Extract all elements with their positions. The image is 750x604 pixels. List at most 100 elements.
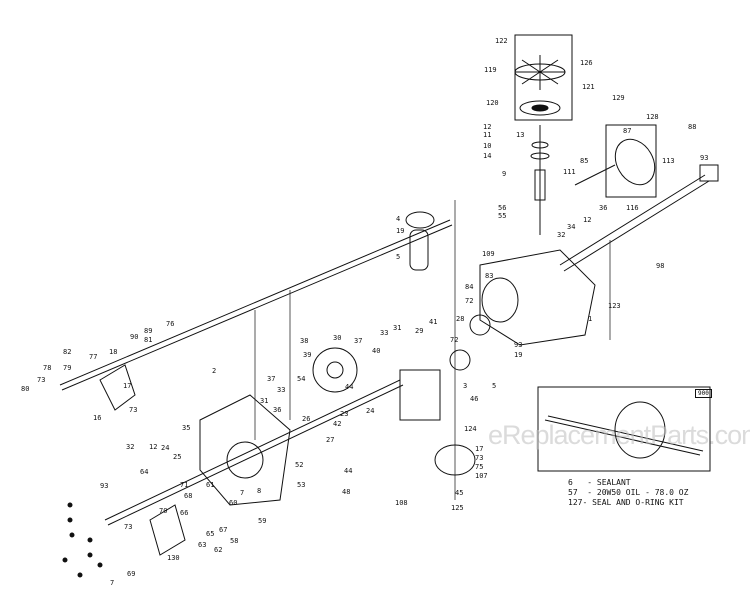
part-label: 58 bbox=[230, 537, 239, 545]
part-label: 48 bbox=[342, 488, 351, 496]
part-label: 68 bbox=[184, 492, 193, 500]
part-label: 109 bbox=[482, 250, 495, 258]
part-label: 25 bbox=[173, 453, 182, 461]
part-label: 35 bbox=[182, 424, 191, 432]
part-label: 2 bbox=[212, 367, 217, 375]
part-label: 31 bbox=[393, 324, 402, 332]
part-label: 65 bbox=[206, 530, 215, 538]
part-label: 46 bbox=[470, 395, 479, 403]
part-label: 73 bbox=[129, 406, 138, 414]
part-label: 59 bbox=[258, 517, 267, 525]
part-label: 79 bbox=[63, 364, 72, 372]
part-label: 23 bbox=[340, 410, 349, 418]
part-label: 37 bbox=[267, 375, 276, 383]
part-label: 63 bbox=[198, 541, 207, 549]
part-label: 93 bbox=[100, 482, 109, 490]
part-label: 9 bbox=[502, 170, 507, 178]
pulley-icon bbox=[519, 100, 561, 116]
fan-icon bbox=[514, 55, 566, 90]
note-oil: 57 - 20W50 OIL - 78.0 OZ bbox=[568, 488, 689, 497]
part-label: 93 bbox=[514, 341, 523, 349]
part-label: 33 bbox=[277, 386, 286, 394]
part-label: 61 bbox=[206, 481, 215, 489]
fan-kit-box bbox=[514, 34, 573, 121]
part-label: 17 bbox=[475, 445, 484, 453]
part-label: 130 bbox=[167, 554, 180, 562]
part-label: 71 bbox=[180, 481, 189, 489]
part-label: 29 bbox=[415, 327, 424, 335]
part-label: 66 bbox=[180, 509, 189, 517]
part-label: 24 bbox=[161, 444, 170, 452]
lower-axle bbox=[104, 379, 404, 526]
part-label: 19 bbox=[396, 227, 405, 235]
brake-kit-box bbox=[605, 124, 657, 198]
part-label: 19 bbox=[514, 351, 523, 359]
part-label: 84 bbox=[465, 283, 474, 291]
part-label: 40 bbox=[372, 347, 381, 355]
part-label: 38 bbox=[300, 337, 309, 345]
part-label: 124 bbox=[464, 425, 477, 433]
part-label: 67 bbox=[219, 526, 228, 534]
part-label: 98 bbox=[656, 262, 665, 270]
ring-gear bbox=[312, 347, 358, 393]
part-label: 41 bbox=[429, 318, 438, 326]
note-sealant: 6 - SEALANT bbox=[568, 478, 631, 487]
part-label: 18 bbox=[109, 348, 118, 356]
part-label: 13 bbox=[516, 131, 525, 139]
part-label: 44 bbox=[344, 467, 353, 475]
part-label: 14 bbox=[483, 152, 492, 160]
part-label: 126 bbox=[580, 59, 593, 67]
part-label: 39 bbox=[303, 351, 312, 359]
part-label: 24 bbox=[366, 407, 375, 415]
part-label: 11 bbox=[483, 131, 492, 139]
part-label: 34 bbox=[567, 223, 576, 231]
part-label: 45 bbox=[455, 489, 464, 497]
part-label: 122 bbox=[495, 37, 508, 45]
part-label: 26 bbox=[302, 415, 311, 423]
part-label: 111 bbox=[563, 168, 576, 176]
inset-tag: 900 bbox=[695, 389, 712, 398]
part-label: 119 bbox=[484, 66, 497, 74]
watermark: eReplacementParts.com bbox=[488, 420, 750, 450]
part-label: 36 bbox=[273, 406, 282, 414]
part-label: 108 bbox=[395, 499, 408, 507]
right-axle bbox=[559, 174, 710, 272]
part-label: 64 bbox=[140, 468, 149, 476]
part-label: 12 bbox=[583, 216, 592, 224]
part-label: 72 bbox=[465, 297, 474, 305]
assembly-inset-box bbox=[537, 386, 711, 472]
part-label: 78 bbox=[43, 364, 52, 372]
main-housing bbox=[479, 249, 596, 346]
part-label: 44 bbox=[345, 383, 354, 391]
part-label: 120 bbox=[486, 99, 499, 107]
part-label: 7 bbox=[110, 579, 115, 587]
part-label: 73 bbox=[37, 376, 46, 384]
part-label: 54 bbox=[297, 375, 306, 383]
part-label: 30 bbox=[333, 334, 342, 342]
part-label: 69 bbox=[127, 570, 136, 578]
bolts bbox=[62, 502, 103, 578]
part-label: 56 bbox=[498, 204, 507, 212]
part-label: 10 bbox=[483, 142, 492, 150]
part-label: 33 bbox=[380, 329, 389, 337]
part-label: 42 bbox=[333, 420, 342, 428]
part-label: 129 bbox=[612, 94, 625, 102]
part-label: 52 bbox=[295, 461, 304, 469]
part-label: 88 bbox=[688, 123, 697, 131]
part-label: 28 bbox=[456, 315, 465, 323]
part-label: 37 bbox=[354, 337, 363, 345]
part-label: 81 bbox=[144, 336, 153, 344]
left-housing bbox=[199, 394, 291, 506]
part-label: 121 bbox=[582, 83, 595, 91]
part-label: 75 bbox=[475, 463, 484, 471]
part-label: 90 bbox=[130, 333, 139, 341]
note-seal-kit: 127- SEAL AND O-RING KIT bbox=[568, 498, 684, 507]
part-label: 3 bbox=[463, 382, 468, 390]
part-label: 53 bbox=[297, 481, 306, 489]
part-label: 72 bbox=[450, 336, 459, 344]
part-label: 7 bbox=[240, 489, 245, 497]
part-label: 87 bbox=[623, 127, 632, 135]
part-label: 83 bbox=[485, 272, 494, 280]
